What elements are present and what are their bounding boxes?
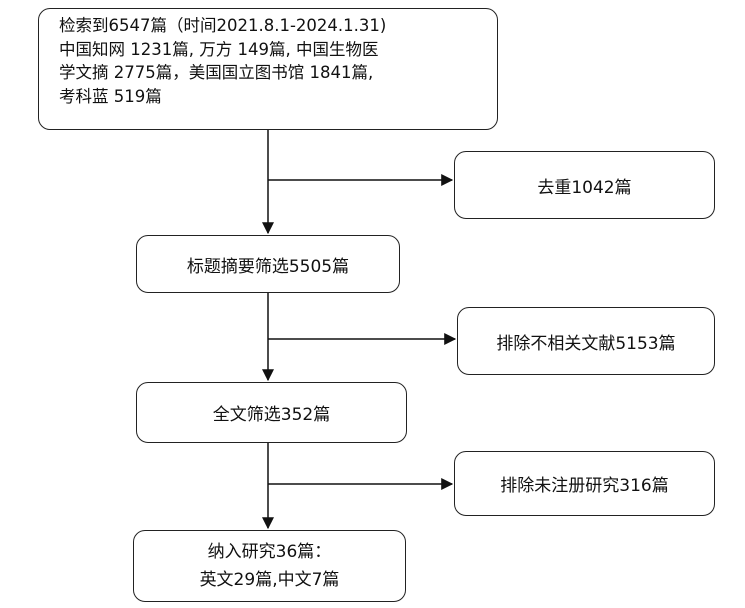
exclude-irrelevant-label: 排除不相关文献5153篇 — [496, 333, 676, 354]
included-line-1: 纳入研究36篇： — [207, 542, 332, 562]
search-line-3: 学文摘 2775篇，美国国立图书馆 1841篇, — [59, 63, 374, 82]
exclude-unregistered-label: 排除未注册研究316篇 — [500, 476, 669, 496]
fulltext-screen-box: 全文筛选352篇 — [136, 382, 407, 443]
included-studies-box: 纳入研究36篇： 英文29篇,中文7篇 — [133, 530, 406, 602]
search-line-4: 考科蓝 519篇 — [59, 86, 162, 106]
search-results-box: 检索到6547篇（时间2021.8.1-2024.1.31) 中国知网 1231… — [38, 8, 498, 130]
exclude-irrelevant-box: 排除不相关文献5153篇 — [457, 307, 715, 375]
fulltext-screen-label: 全文筛选352篇 — [212, 405, 331, 425]
exclude-unregistered-box: 排除未注册研究316篇 — [454, 451, 715, 516]
dedup-label: 去重1042篇 — [537, 177, 632, 198]
search-line-1: 检索到6547篇（时间2021.8.1-2024.1.31) — [59, 16, 387, 35]
title-abstract-screen-label: 标题摘要筛选5505篇 — [186, 256, 350, 277]
title-abstract-screen-box: 标题摘要筛选5505篇 — [136, 235, 400, 293]
included-line-2: 英文29篇,中文7篇 — [199, 570, 340, 590]
dedup-box: 去重1042篇 — [454, 151, 715, 219]
search-line-2: 中国知网 1231篇, 万方 149篇, 中国生物医 — [59, 39, 379, 59]
